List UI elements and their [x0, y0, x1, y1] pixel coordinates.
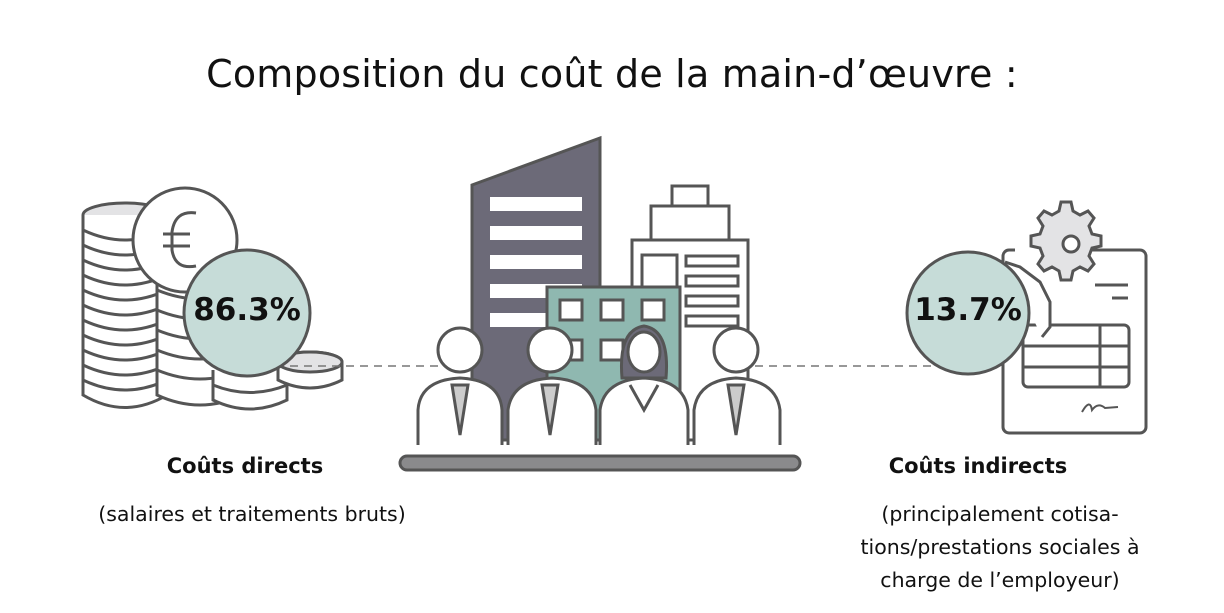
description-line: (principalement cotisa- — [881, 502, 1119, 526]
description-line: charge de l’employeur) — [880, 568, 1120, 592]
person-icon — [506, 326, 598, 445]
indirect-costs-description: (principalement cotisa- tions/prestation… — [820, 498, 1180, 597]
direct-costs-label: Coûts directs — [166, 454, 324, 478]
person-icon — [692, 326, 782, 445]
direct-percent-circle — [182, 248, 312, 378]
woman-person-icon — [598, 324, 690, 445]
direct-costs-description: (salaires et traitements bruts) — [98, 502, 406, 526]
indirect-costs-label: Coûts indirects — [888, 454, 1068, 478]
employees-group-icon — [416, 324, 782, 445]
indirect-percent-circle — [905, 250, 1031, 376]
direct-percent: 86.3% — [193, 292, 301, 328]
base-bar — [398, 454, 802, 472]
document-gear-icon — [1001, 200, 1148, 435]
indirect-percent: 13.7% — [914, 292, 1022, 328]
description-line: tions/prestations sociales à — [860, 535, 1140, 559]
person-icon — [416, 326, 504, 445]
page-title: Composition du coût de la main-d’œuvre : — [206, 52, 1018, 96]
